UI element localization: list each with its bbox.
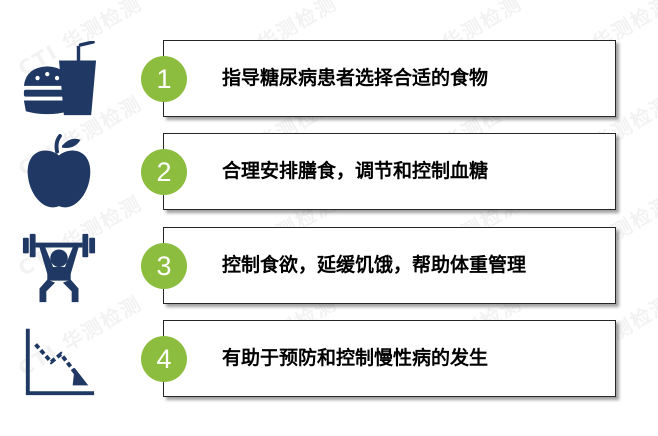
number-badge: 2 <box>141 149 187 195</box>
item-card <box>163 40 616 117</box>
number-badge: 3 <box>141 243 187 289</box>
item-row-1: 1 指导糖尿病患者选择合适的食物 <box>0 37 658 123</box>
number-badge: 1 <box>141 56 187 102</box>
number-badge: 4 <box>141 336 187 382</box>
item-label: 有助于预防和控制慢性病的发生 <box>222 347 489 369</box>
fast-food-icon <box>20 41 98 119</box>
item-label: 指导糖尿病患者选择合适的食物 <box>222 67 489 89</box>
item-label: 合理安排膳食，调节和控制血糖 <box>222 160 489 182</box>
declining-chart-icon <box>20 321 98 399</box>
item-card <box>163 133 616 210</box>
apple-icon <box>20 134 98 212</box>
item-row-2: 2 合理安排膳食，调节和控制血糖 <box>0 130 658 216</box>
item-row-3: 3 控制食欲，延缓饥饿，帮助体重管理 <box>0 224 658 310</box>
item-label: 控制食欲，延缓饥饿，帮助体重管理 <box>222 254 527 276</box>
weightlifter-icon <box>20 228 98 306</box>
item-card <box>163 320 616 397</box>
item-row-4: 4 有助于预防和控制慢性病的发生 <box>0 317 658 403</box>
item-card <box>163 227 616 304</box>
